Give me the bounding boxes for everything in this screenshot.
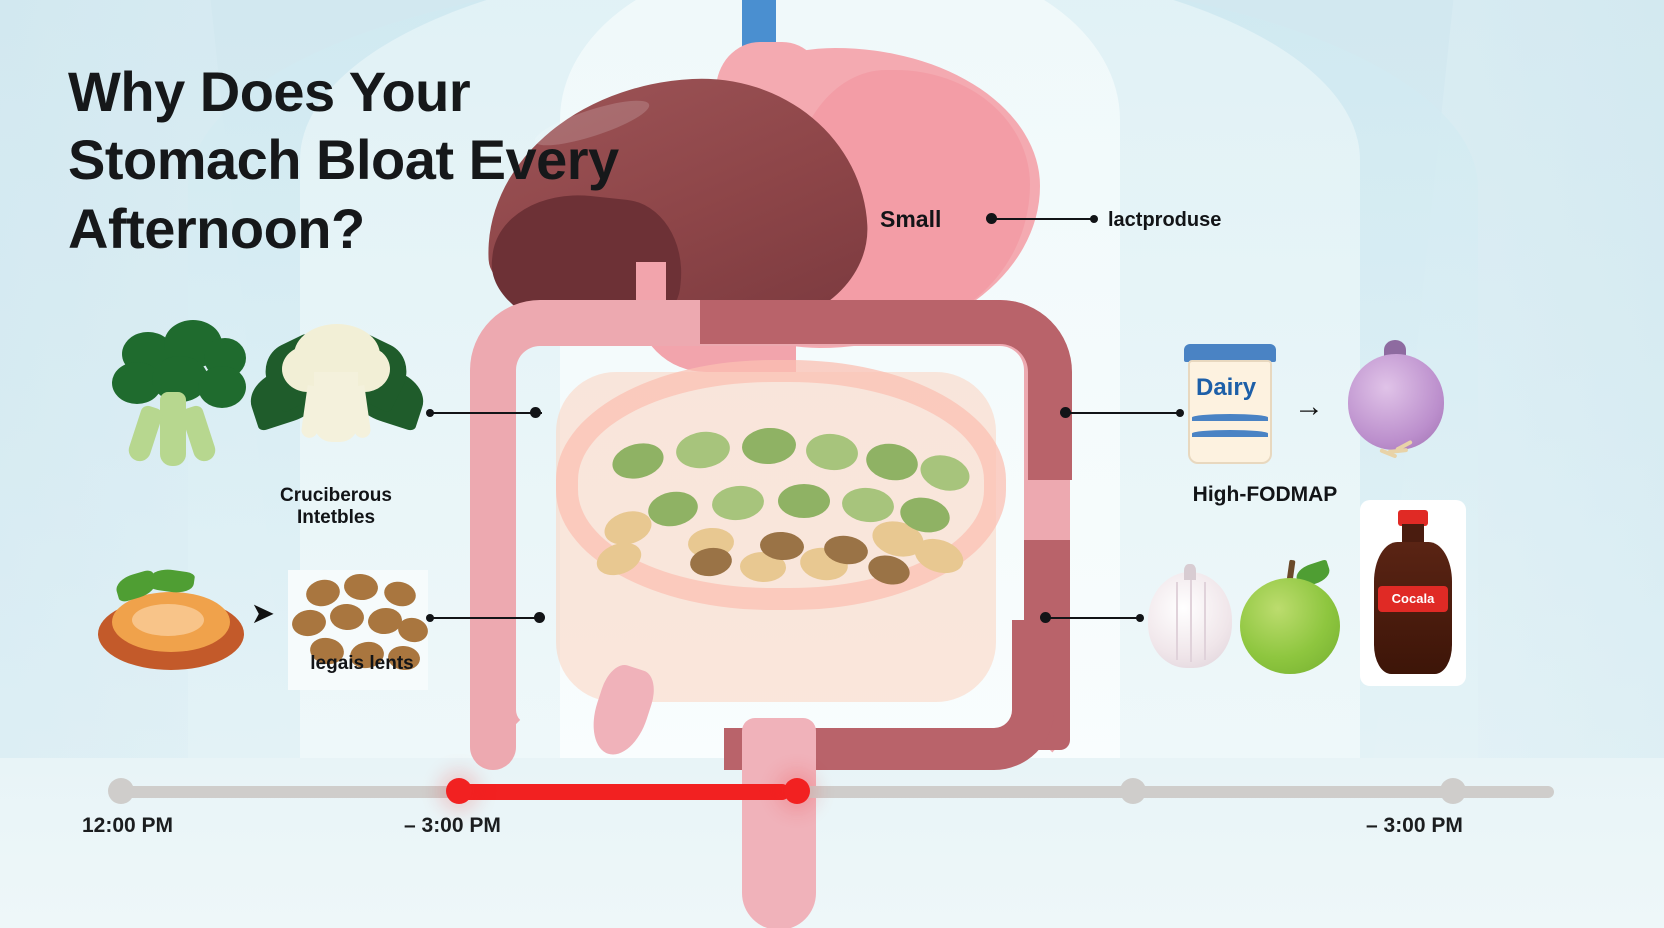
cauliflower-icon bbox=[243, 320, 431, 480]
pointer-dot-legumes-start bbox=[426, 614, 434, 622]
label-high-fodmap: High-FODMAP bbox=[1192, 483, 1338, 506]
apple-icon bbox=[1240, 558, 1344, 676]
pointer-dot-fodmap2-end bbox=[1136, 614, 1144, 622]
rectum-shape bbox=[742, 718, 816, 928]
timeline-dot-3[interactable] bbox=[1120, 778, 1146, 804]
timeline-track[interactable] bbox=[110, 786, 1554, 798]
timeline-dot-0[interactable] bbox=[108, 778, 134, 804]
timeline-dot-4[interactable] bbox=[1440, 778, 1466, 804]
pointer-line-fodmap bbox=[1068, 412, 1180, 414]
label-lactose-produce: lactproduse bbox=[1108, 209, 1222, 231]
timeline-dot-1[interactable] bbox=[446, 778, 472, 804]
page-title: Why Does Your Stomach Bloat Every Aftern… bbox=[68, 60, 619, 260]
label-legumes: legais lents bbox=[310, 653, 414, 674]
dairy-tub-icon: Dairy bbox=[1184, 344, 1276, 464]
timeline-label-end: – 3:00 PM bbox=[1366, 814, 1463, 837]
garlic-icon bbox=[1148, 564, 1232, 676]
timeline-label-mid: – 3:00 PM bbox=[404, 814, 501, 837]
label-cruciferous-line2: Intetbles bbox=[296, 507, 376, 528]
pointer-dot-small-end bbox=[1090, 215, 1098, 223]
timeline-label-start: 12:00 PM bbox=[82, 814, 174, 837]
background-floor bbox=[0, 758, 1664, 928]
pointer-dot-legumes-end bbox=[534, 612, 545, 623]
pointer-dot-cruciferous-end bbox=[530, 407, 541, 418]
arrow-right-icon-carrot: ➤ bbox=[252, 598, 274, 628]
pointer-line-small bbox=[994, 218, 1094, 220]
pointer-line-cruciferous bbox=[432, 412, 542, 414]
colon-ascending-shape bbox=[470, 540, 516, 770]
broccoli-icon bbox=[108, 318, 248, 478]
pointer-dot-fodmap-end bbox=[1176, 409, 1184, 417]
cola-bottle-icon: Cocala bbox=[1360, 500, 1466, 686]
pointer-dot-small-start bbox=[986, 213, 997, 224]
pointer-dot-fodmap2-start bbox=[1040, 612, 1051, 623]
label-small-intestine: Small bbox=[880, 206, 942, 232]
timeline-dot-2[interactable] bbox=[784, 778, 810, 804]
cola-bottle-text: Cocala bbox=[1378, 586, 1448, 612]
onion-icon bbox=[1348, 340, 1444, 470]
dairy-tub-text: Dairy bbox=[1196, 374, 1257, 401]
lentils-icon bbox=[288, 570, 431, 690]
timeline-active-range[interactable] bbox=[452, 784, 790, 800]
content-bit-green bbox=[778, 484, 830, 518]
pointer-dot-cruciferous-start bbox=[426, 409, 434, 417]
label-cruciferous-line1: Cruciberous bbox=[280, 485, 392, 506]
arrow-right-icon-dairy: → bbox=[1294, 390, 1324, 423]
pointer-dot-fodmap-start bbox=[1060, 407, 1071, 418]
pointer-line-fodmap2 bbox=[1048, 617, 1140, 619]
carrot-dish-icon bbox=[98, 567, 248, 680]
colon-transverse-dark-shape bbox=[700, 300, 1072, 480]
pointer-line-legumes bbox=[432, 617, 542, 619]
